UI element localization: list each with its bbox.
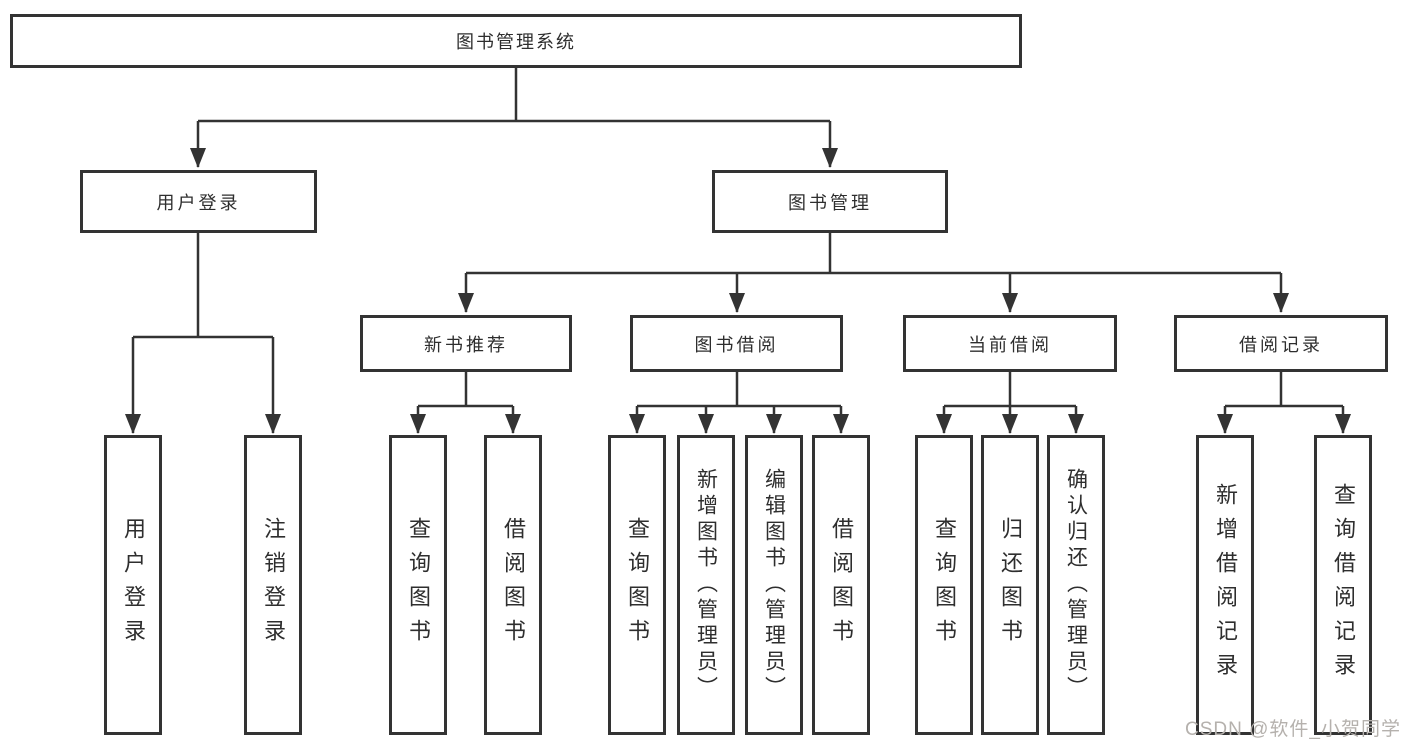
node-borrow-records: 借阅记录 [1174, 315, 1388, 372]
leaf-bb-query-books-label: 查询图书 [625, 517, 650, 653]
node-user-login-label: 用户登录 [156, 192, 241, 213]
leaf-user-login: 用户登录 [104, 435, 162, 735]
leaf-user-login-label: 用户登录 [121, 517, 146, 653]
node-book-borrow: 图书借阅 [630, 315, 843, 372]
leaf-nbr-query-books: 查询图书 [389, 435, 447, 735]
leaf-bb-query-books: 查询图书 [608, 435, 666, 735]
watermark: CSDN @软件_小贺同学 [1185, 719, 1401, 740]
leaf-br-query-record-label: 查询借阅记录 [1331, 483, 1356, 687]
leaf-logout-label: 注销登录 [261, 517, 286, 653]
leaf-bb-edit-books-admin-label: 编辑图书（管理员） [762, 468, 786, 702]
leaf-bb-borrow-books: 借阅图书 [812, 435, 870, 735]
node-book-borrow-label: 图书借阅 [694, 334, 779, 355]
node-user-login: 用户登录 [80, 170, 317, 233]
leaf-bb-borrow-books-label: 借阅图书 [829, 517, 854, 653]
node-current-borrow: 当前借阅 [903, 315, 1117, 372]
leaf-cb-confirm-return-admin: 确认归还（管理员） [1047, 435, 1105, 735]
node-new-book-recommend-label: 新书推荐 [424, 334, 508, 355]
node-book-management: 图书管理 [712, 170, 948, 233]
leaf-cb-return-books: 归还图书 [981, 435, 1039, 735]
leaf-cb-query-books-label: 查询图书 [932, 517, 957, 653]
leaf-cb-return-books-label: 归还图书 [998, 517, 1023, 653]
leaf-nbr-borrow-books: 借阅图书 [484, 435, 542, 735]
node-root: 图书管理系统 [10, 14, 1022, 68]
leaf-br-query-record: 查询借阅记录 [1314, 435, 1372, 735]
leaf-bb-edit-books-admin: 编辑图书（管理员） [745, 435, 803, 735]
node-book-management-label: 图书管理 [788, 192, 872, 213]
node-borrow-records-label: 借阅记录 [1239, 334, 1323, 355]
node-new-book-recommend: 新书推荐 [360, 315, 572, 372]
leaf-nbr-query-books-label: 查询图书 [406, 517, 431, 653]
leaf-bb-add-books-admin-label: 新增图书（管理员） [694, 468, 718, 702]
leaf-bb-add-books-admin: 新增图书（管理员） [677, 435, 735, 735]
node-root-label: 图书管理系统 [456, 32, 576, 52]
leaf-logout: 注销登录 [244, 435, 302, 735]
leaf-br-add-record-label: 新增借阅记录 [1213, 483, 1238, 687]
leaf-nbr-borrow-books-label: 借阅图书 [501, 517, 526, 653]
node-current-borrow-label: 当前借阅 [968, 334, 1052, 355]
leaf-cb-confirm-return-admin-label: 确认归还（管理员） [1064, 468, 1088, 702]
leaf-cb-query-books: 查询图书 [915, 435, 973, 735]
leaf-br-add-record: 新增借阅记录 [1196, 435, 1254, 735]
